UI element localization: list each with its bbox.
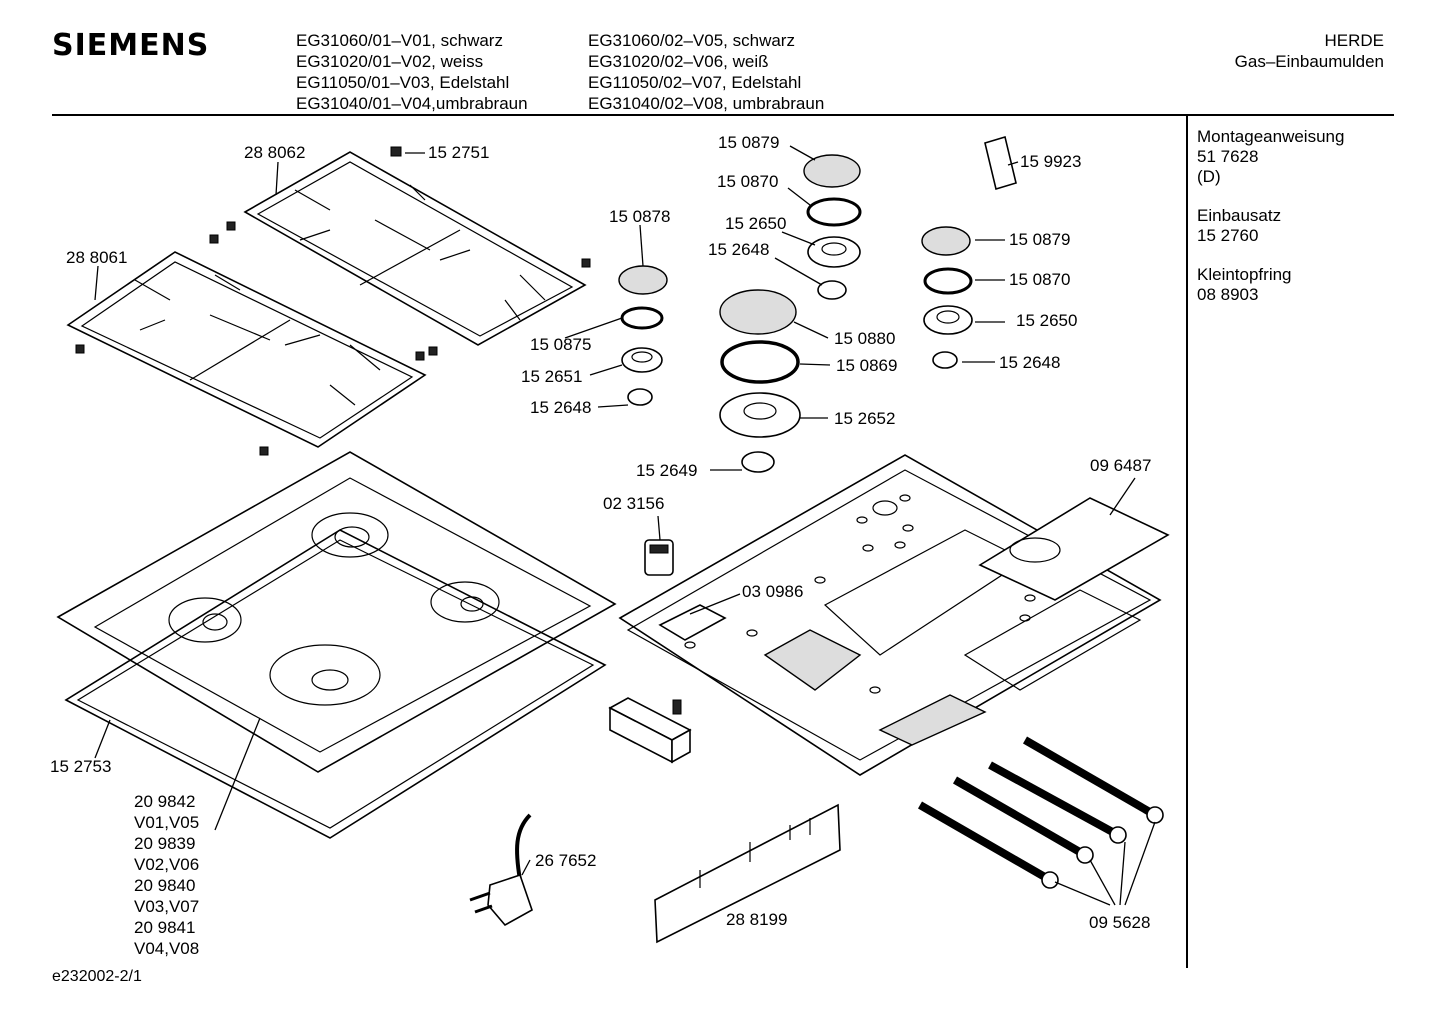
model-line: EG31020/01–V02, weiss <box>296 52 484 71</box>
sidebar-group-title: Montageanweisung <box>1197 127 1345 146</box>
model-line: EG11050/01–V03, Edelstahl <box>296 73 510 92</box>
variant-line: V02,V06 <box>134 855 199 874</box>
model-list-col2: EG31060/02–V05, schwarz EG31020/02–V06, … <box>588 30 824 114</box>
sidebar-group-line: 51 7628 <box>1197 147 1259 166</box>
plate-variant-list: 20 9842 V01,V05 20 9839 V02,V06 20 9840 … <box>134 792 199 958</box>
part-label: 09 6487 <box>1090 456 1151 475</box>
part-label: 15 0880 <box>834 329 895 348</box>
part-label: 28 8061 <box>66 248 127 267</box>
part-label: 09 5628 <box>1089 913 1150 932</box>
pan-support-grid-rear <box>243 151 587 346</box>
sidebar-group-title: Einbausatz <box>1197 206 1282 225</box>
part-label: 03 0986 <box>742 582 803 601</box>
model-line: EG11050/02–V07, Edelstahl <box>588 73 802 92</box>
variant-line: V03,V07 <box>134 897 199 916</box>
power-cable-plug <box>469 813 533 927</box>
part-label: 15 0870 <box>1009 270 1070 289</box>
model-line: EG31020/02–V06, weiß <box>588 52 769 71</box>
model-list-col1: EG31060/01–V01, schwarz EG31020/01–V02, … <box>296 30 528 114</box>
terminal-block <box>658 604 727 641</box>
part-label: 15 2652 <box>834 409 895 428</box>
part-label: 28 8199 <box>726 910 787 929</box>
sidebar-group-install-kit: Einbausatz 15 2760 <box>1197 206 1344 246</box>
cover-plate <box>978 497 1170 601</box>
diagram-id: e232002-2/1 <box>52 968 142 985</box>
part-label: 15 0878 <box>609 207 670 226</box>
variant-line: V01,V05 <box>134 813 199 832</box>
sidebar-group-line: 08 8903 <box>1197 285 1259 304</box>
leader-lines <box>94 145 1156 906</box>
variant-line: V04,V08 <box>134 939 199 958</box>
part-label: 15 0870 <box>717 172 778 191</box>
variant-line: 20 9842 <box>134 792 195 811</box>
part-label: 15 2649 <box>636 461 697 480</box>
burner-medium-right <box>921 226 973 369</box>
category-block: HERDE Gas–Einbaumulden <box>1235 30 1384 72</box>
switch-unit <box>644 539 674 576</box>
part-labels: 28 8062 15 2751 28 8061 15 0878 15 0875 … <box>50 133 1151 932</box>
model-line: EG31040/01–V04,umbrabraun <box>296 94 528 113</box>
hob-base-tray <box>618 454 1162 776</box>
part-label: 15 0875 <box>530 335 591 354</box>
model-line: EG31040/02–V08, umbrabraun <box>588 94 825 113</box>
part-label: 15 2650 <box>1016 311 1077 330</box>
hob-seal-gasket <box>64 529 607 839</box>
sidebar-group-line: (D) <box>1197 167 1221 186</box>
sidebar-notes: Montageanweisung 51 7628 (D) Einbausatz … <box>1197 127 1344 324</box>
part-label: 26 7652 <box>535 851 596 870</box>
burner-medium-left <box>803 154 862 300</box>
sidebar-group-pot-ring: Kleintopfring 08 8903 <box>1197 265 1344 305</box>
pan-support-grid-front <box>66 251 427 448</box>
part-label: 15 2751 <box>428 143 489 162</box>
part-label: 15 2650 <box>725 214 786 233</box>
part-label: 15 2651 <box>521 367 582 386</box>
header-divider <box>52 114 1394 116</box>
sidebar-group-assembly: Montageanweisung 51 7628 (D) <box>1197 127 1344 187</box>
burner-large <box>719 289 801 473</box>
mounting-clamps <box>918 736 1164 889</box>
ignition-module <box>608 697 692 764</box>
burner-small <box>618 265 668 406</box>
model-line: EG31060/01–V01, schwarz <box>296 31 503 50</box>
part-label: 15 2753 <box>50 757 111 776</box>
sidebar-group-title: Kleintopfring <box>1197 265 1292 284</box>
model-line: EG31060/02–V05, schwarz <box>588 31 795 50</box>
part-label: 15 2648 <box>530 398 591 417</box>
hob-top-plate <box>56 451 617 773</box>
part-label: 15 0869 <box>836 356 897 375</box>
part-label: 15 0879 <box>1009 230 1070 249</box>
sidebar-group-line: 15 2760 <box>1197 226 1259 245</box>
category-subtitle: Gas–Einbaumulden <box>1234 52 1384 71</box>
part-label: 15 2648 <box>999 353 1060 372</box>
variant-line: 20 9841 <box>134 918 195 937</box>
nameplate-tag <box>984 135 1017 191</box>
part-label: 02 3156 <box>603 494 664 513</box>
tray-holes <box>684 494 1036 694</box>
part-label: 15 0879 <box>718 133 779 152</box>
rubber-feet <box>75 146 591 456</box>
brand-logo: SIEMENS <box>52 28 210 63</box>
part-label: 15 2648 <box>708 240 769 259</box>
part-label: 28 8062 <box>244 143 305 162</box>
mounting-bracket <box>654 803 841 944</box>
sidebar-divider <box>1186 116 1188 968</box>
category-title: HERDE <box>1324 31 1384 50</box>
variant-line: 20 9839 <box>134 834 195 853</box>
variant-line: 20 9840 <box>134 876 195 895</box>
part-label: 15 9923 <box>1020 152 1081 171</box>
